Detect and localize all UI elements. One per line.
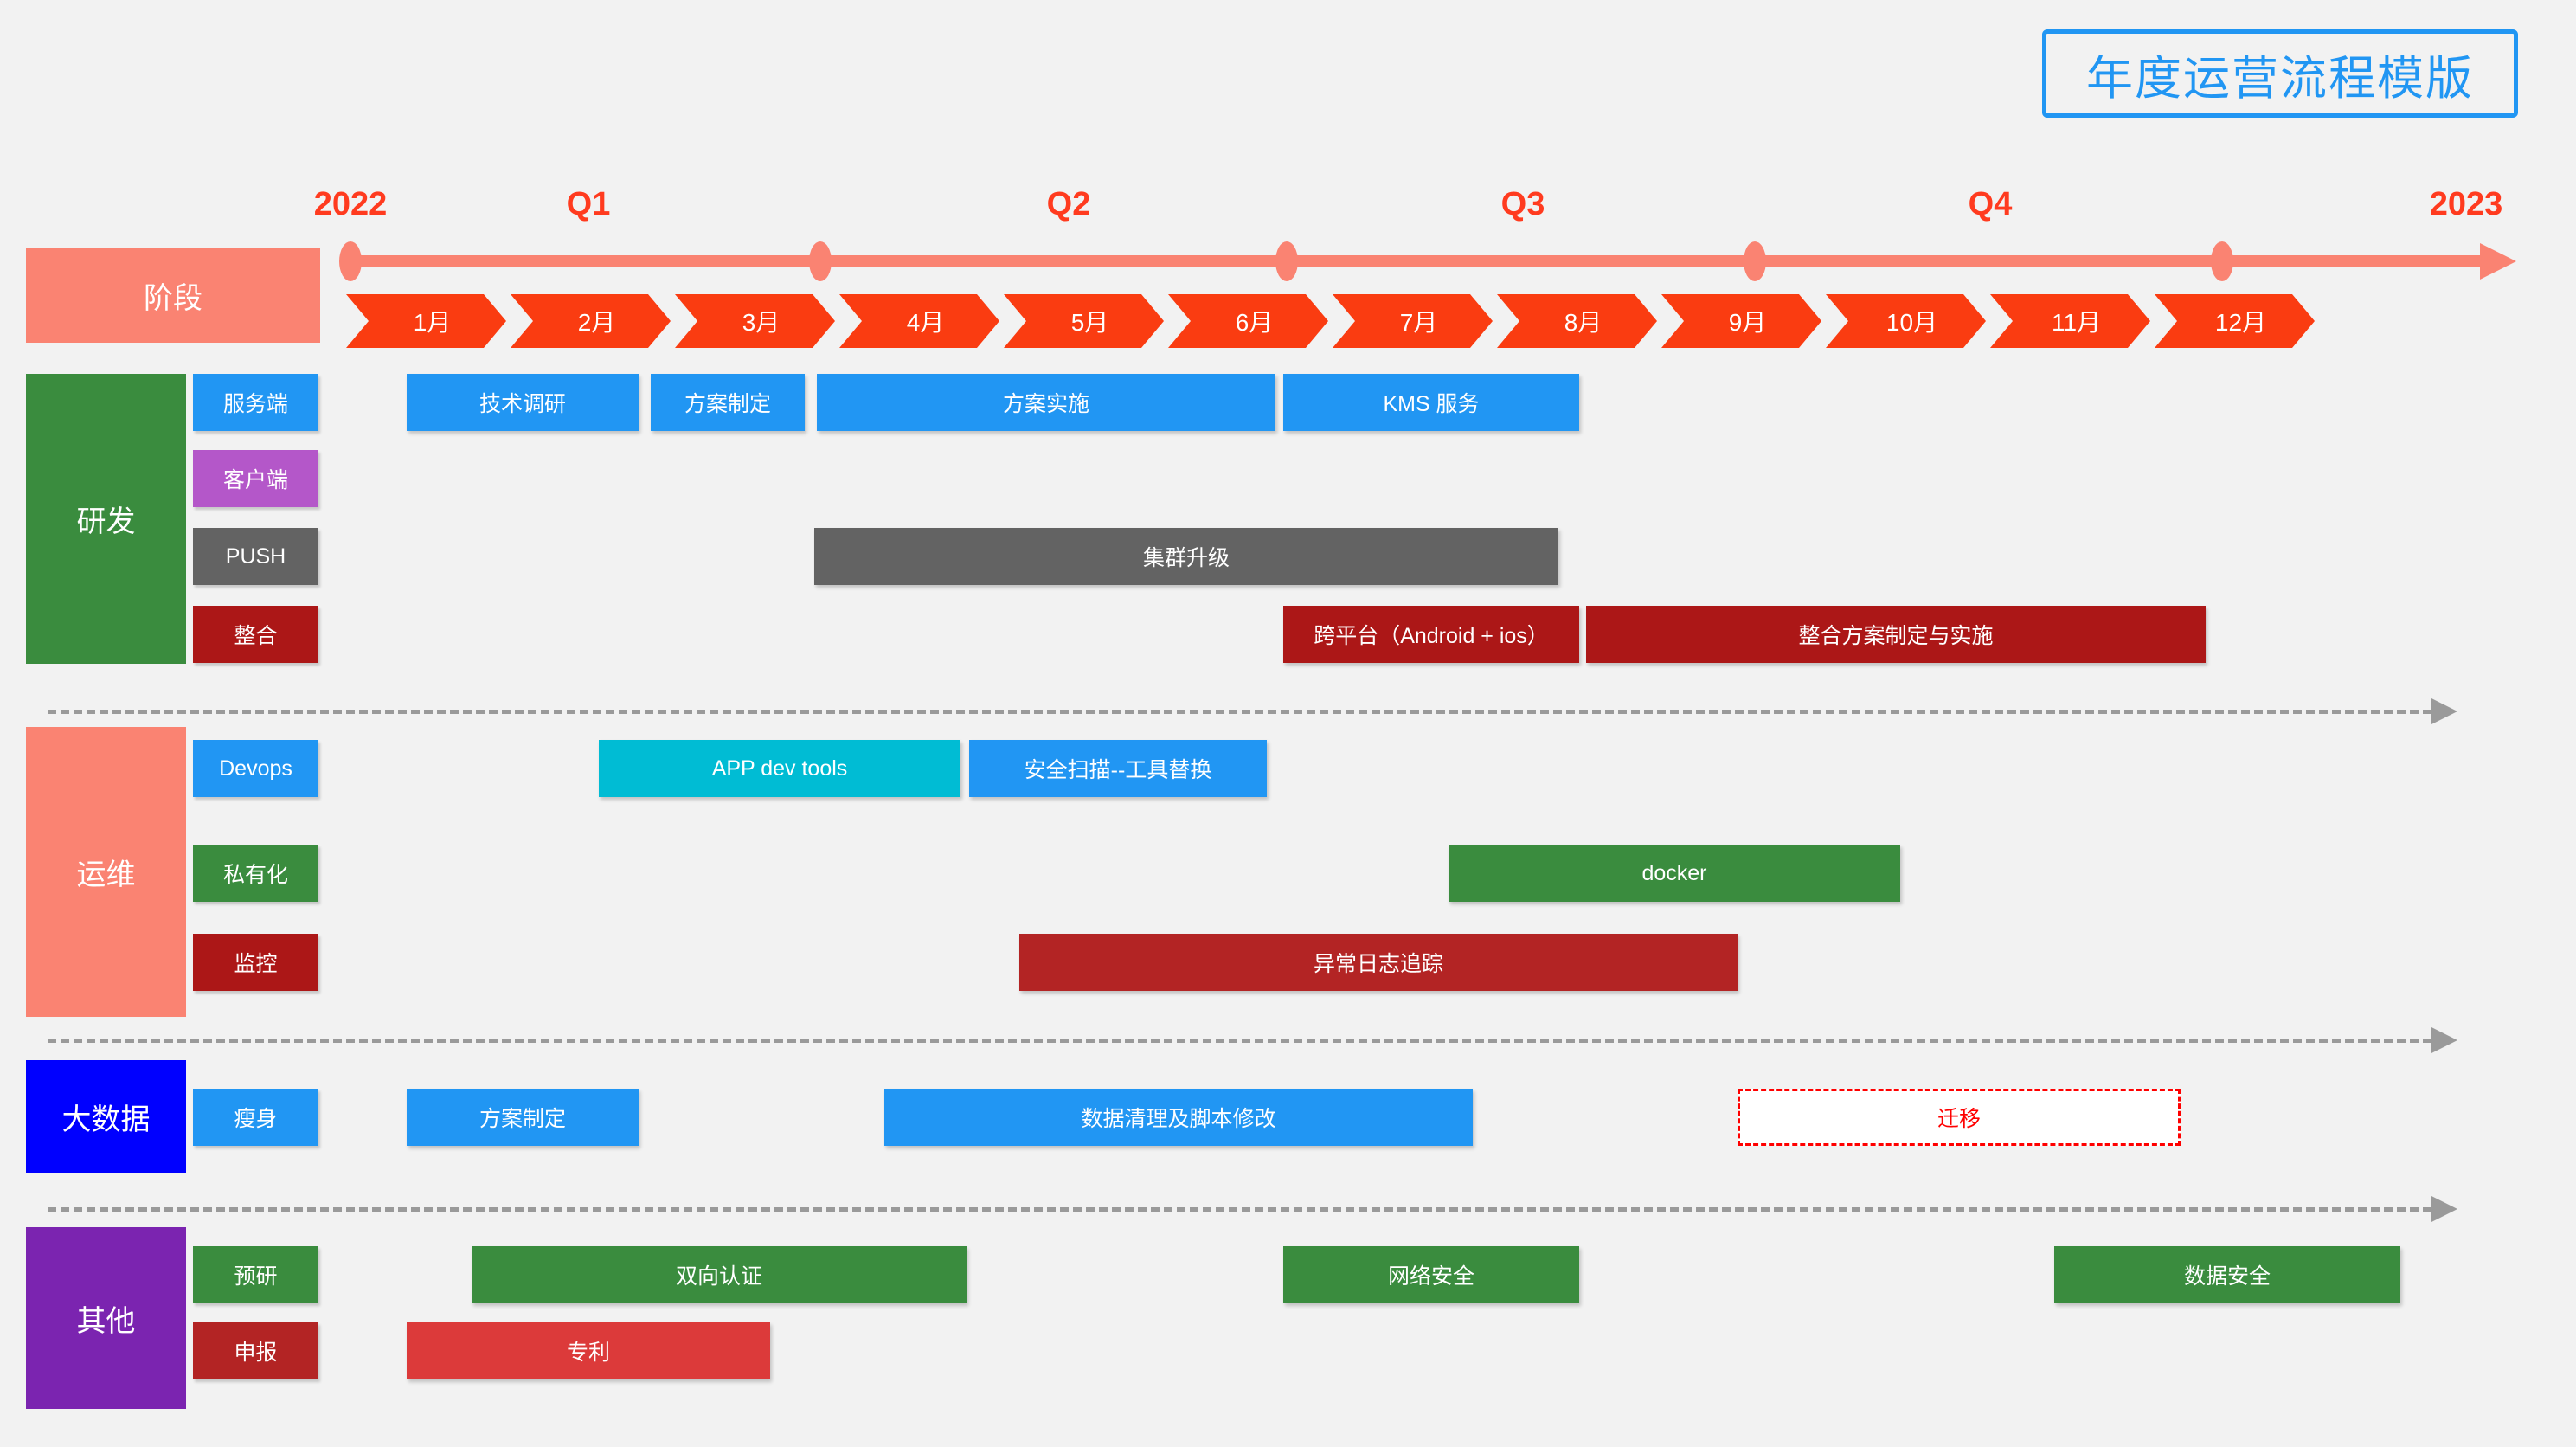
group-chip-3[interactable]: 其他	[26, 1227, 186, 1409]
task-bar-4[interactable]: 集群升级	[814, 528, 1558, 585]
task-bar-7[interactable]: APP dev tools	[599, 740, 960, 797]
timeline-axis-line	[346, 255, 2483, 267]
timeline-year-start: 2022	[313, 186, 388, 222]
lane-chip-8[interactable]: 预研	[193, 1246, 318, 1303]
quarter-label-q4: Q4	[1968, 186, 2013, 222]
lane-chip-4[interactable]: Devops	[193, 740, 318, 797]
month-chevron-6[interactable]: 6月	[1168, 294, 1328, 348]
group-chip-1[interactable]: 运维	[26, 727, 186, 1017]
month-chevron-11[interactable]: 11月	[1990, 294, 2150, 348]
task-bar-0[interactable]: 技术调研	[407, 374, 639, 431]
timeline-arrow-icon	[2480, 243, 2516, 280]
section-separator-0	[48, 710, 2431, 714]
lane-chip-5[interactable]: 私有化	[193, 845, 318, 902]
month-chevron-9[interactable]: 9月	[1661, 294, 1821, 348]
lane-chip-9[interactable]: 申报	[193, 1322, 318, 1379]
task-bar-13[interactable]: 迁移	[1738, 1089, 2181, 1146]
month-chevron-12[interactable]: 12月	[2155, 294, 2315, 348]
group-chip-0[interactable]: 研发	[26, 374, 186, 664]
section-separator-arrow-icon-0	[2431, 698, 2457, 724]
timeline-dot-0[interactable]	[339, 241, 362, 281]
month-chevron-1[interactable]: 1月	[346, 294, 506, 348]
month-chevron-7[interactable]: 7月	[1333, 294, 1493, 348]
month-chevron-8[interactable]: 8月	[1497, 294, 1657, 348]
timeline-dot-1[interactable]	[809, 241, 832, 281]
month-chevron-5[interactable]: 5月	[1004, 294, 1164, 348]
task-bar-9[interactable]: docker	[1449, 845, 1900, 902]
page-title: 年度运营流程模版	[2042, 29, 2518, 118]
task-bar-14[interactable]: 双向认证	[472, 1246, 967, 1303]
lane-chip-7[interactable]: 瘦身	[193, 1089, 318, 1146]
lane-chip-3[interactable]: 整合	[193, 606, 318, 663]
section-separator-arrow-icon-1	[2431, 1027, 2457, 1053]
task-bar-3[interactable]: KMS 服务	[1283, 374, 1579, 431]
lane-chip-0[interactable]: 服务端	[193, 374, 318, 431]
task-bar-6[interactable]: 整合方案制定与实施	[1586, 606, 2206, 663]
month-chevron-4[interactable]: 4月	[839, 294, 999, 348]
lane-chip-6[interactable]: 监控	[193, 934, 318, 991]
task-bar-12[interactable]: 数据清理及脚本修改	[884, 1089, 1473, 1146]
section-separator-arrow-icon-2	[2431, 1196, 2457, 1222]
task-bar-15[interactable]: 网络安全	[1283, 1246, 1579, 1303]
timeline-dot-3[interactable]	[1744, 241, 1766, 281]
task-bar-11[interactable]: 方案制定	[407, 1089, 639, 1146]
lane-chip-1[interactable]: 客户端	[193, 450, 318, 507]
task-bar-2[interactable]: 方案实施	[817, 374, 1275, 431]
month-chevron-2[interactable]: 2月	[511, 294, 671, 348]
quarter-label-q2: Q2	[1046, 186, 1091, 222]
section-separator-1	[48, 1039, 2431, 1043]
task-bar-17[interactable]: 专利	[407, 1322, 770, 1379]
task-bar-16[interactable]: 数据安全	[2054, 1246, 2400, 1303]
month-chevron-3[interactable]: 3月	[675, 294, 835, 348]
section-separator-2	[48, 1207, 2431, 1212]
task-bar-10[interactable]: 异常日志追踪	[1019, 934, 1738, 991]
timeline-dot-2[interactable]	[1275, 241, 1298, 281]
timeline-dot-4[interactable]	[2211, 241, 2233, 281]
group-chip-phase[interactable]: 阶段	[26, 248, 320, 343]
group-chip-2[interactable]: 大数据	[26, 1060, 186, 1173]
task-bar-1[interactable]: 方案制定	[651, 374, 805, 431]
task-bar-8[interactable]: 安全扫描--工具替换	[969, 740, 1267, 797]
lane-chip-2[interactable]: PUSH	[193, 528, 318, 585]
timeline-year-end: 2023	[2429, 186, 2503, 222]
quarter-label-q1: Q1	[566, 186, 611, 222]
month-chevron-10[interactable]: 10月	[1826, 294, 1986, 348]
quarter-label-q3: Q3	[1500, 186, 1545, 222]
task-bar-5[interactable]: 跨平台（Android + ios）	[1283, 606, 1579, 663]
